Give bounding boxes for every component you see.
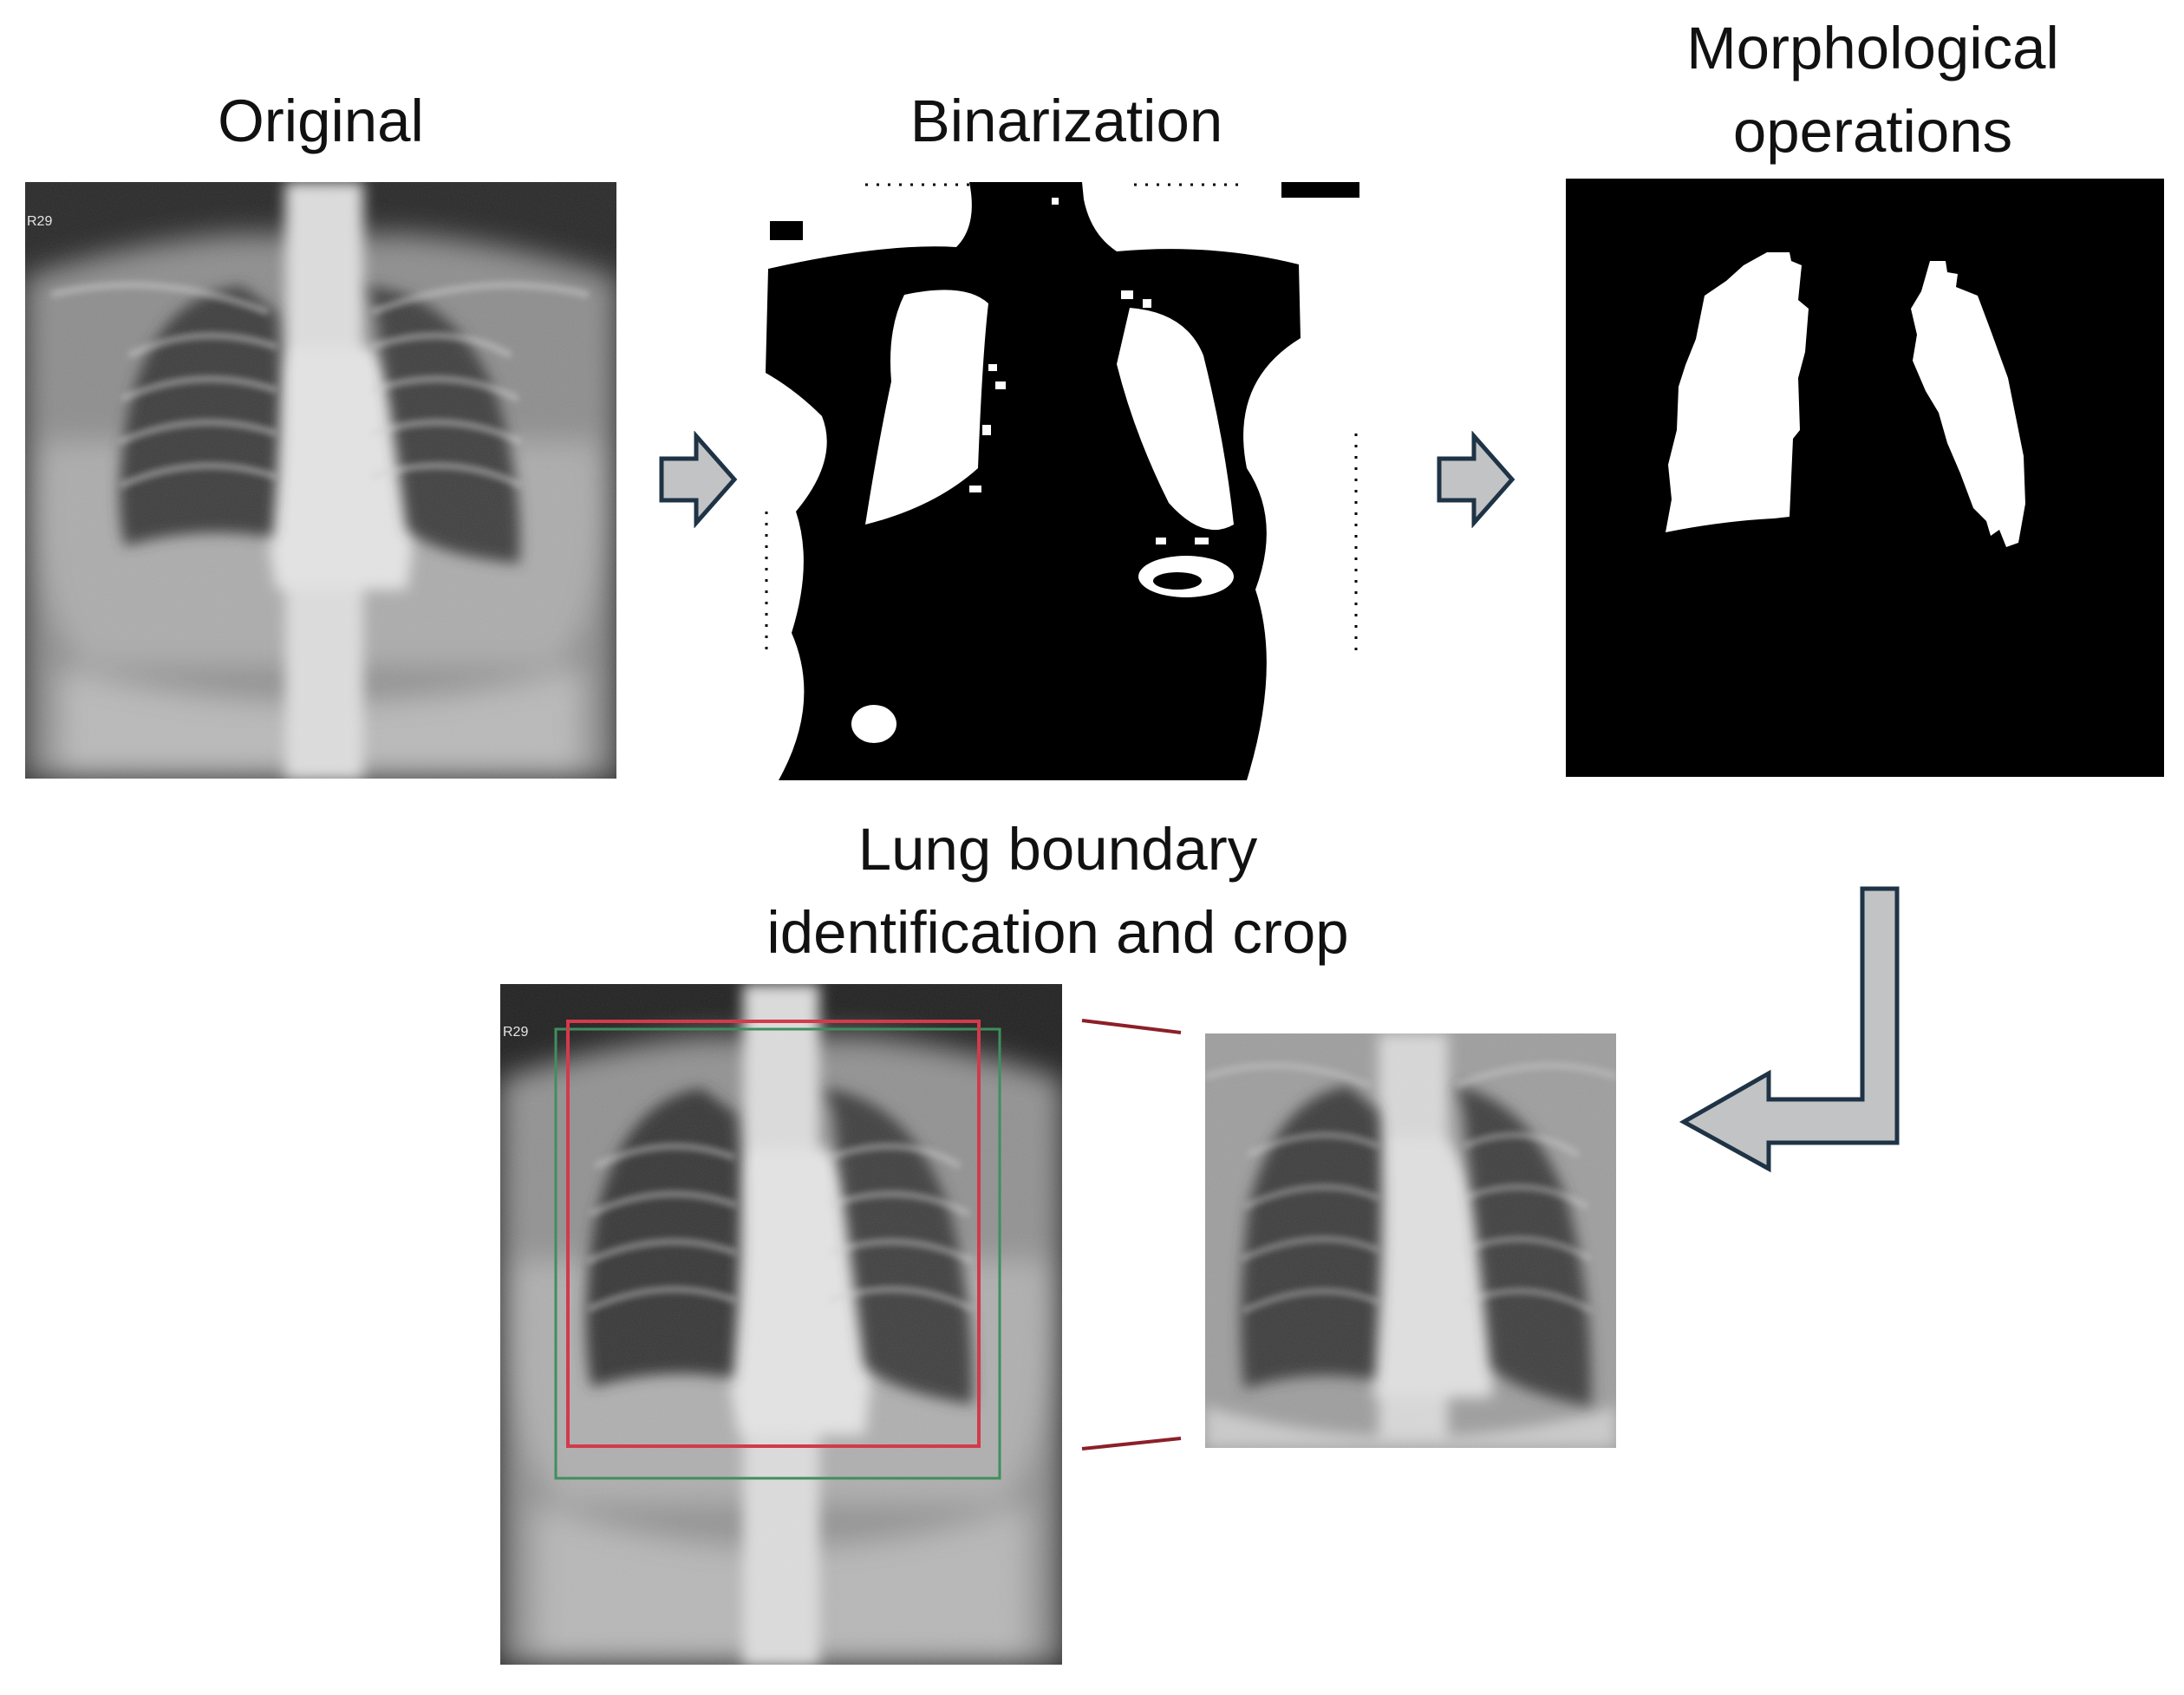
cropped-lung-image xyxy=(1205,1033,1616,1448)
green-boundary-box xyxy=(554,1027,1001,1480)
label-original: Original xyxy=(218,88,424,154)
label-morphological-line1: Morphological xyxy=(1686,15,2059,81)
red-boundary-box xyxy=(566,1020,981,1448)
arrow-right-2 xyxy=(1437,431,1516,528)
binarization-image xyxy=(761,182,1359,780)
xray-tag-original: R29 xyxy=(27,214,52,229)
xray-tag-crop-source: R29 xyxy=(503,1025,528,1040)
xray-with-boundary-boxes: R29 xyxy=(500,984,1062,1665)
label-crop-line2: identification and crop xyxy=(766,899,1349,966)
connector-bottom xyxy=(1081,1437,1182,1451)
connector-top xyxy=(1081,1019,1182,1034)
arrow-elbow-left xyxy=(1679,886,1900,1173)
label-binarization: Binarization xyxy=(909,88,1223,154)
label-morphological-line2: operations xyxy=(1732,98,2013,165)
original-xray-image: R29 xyxy=(25,182,616,779)
morphological-image xyxy=(1566,179,2164,777)
crop-connector-lines xyxy=(1081,1019,1182,1451)
label-crop-line1: Lung boundary xyxy=(857,816,1258,883)
arrow-right-1 xyxy=(659,431,738,528)
